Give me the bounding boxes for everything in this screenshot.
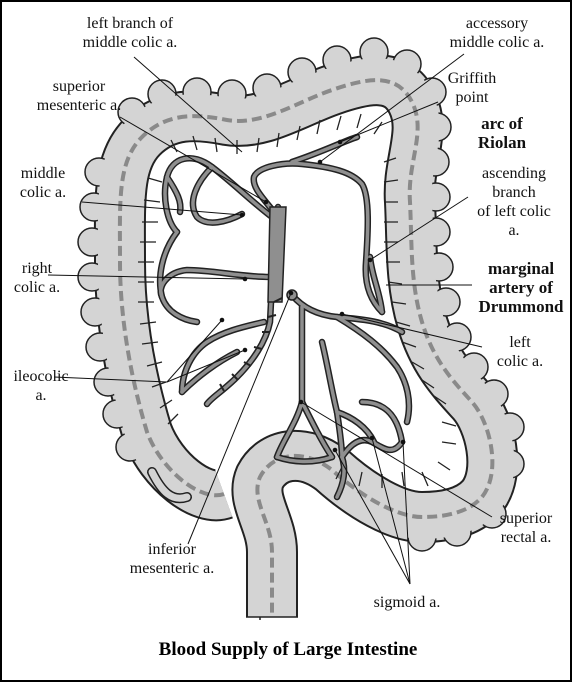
label-middle-colic: middle colic a. bbox=[19, 165, 67, 201]
leader-dots bbox=[219, 139, 406, 453]
figure-title: Blood Supply of Large Intestine bbox=[158, 639, 418, 660]
arteries bbox=[156, 133, 413, 501]
label-superior-rectal: superior rectal a. bbox=[499, 510, 553, 546]
leader-lines bbox=[47, 53, 493, 585]
colon bbox=[77, 37, 525, 620]
label-inferior-mesenteric: inferior mesenteric a. bbox=[129, 541, 215, 577]
label-ileocolic: ileocolic a. bbox=[13, 368, 69, 404]
label-ascending-branch-left-colic: ascending branch of left colic a. bbox=[477, 165, 551, 239]
label-left-branch-middle-colic: left branch of middle colic a. bbox=[82, 15, 178, 51]
vasa-recta bbox=[138, 113, 457, 488]
label-griffith-point: Griffith point bbox=[447, 70, 497, 106]
label-marginal-artery-of-drummond: marginal artery of Drummond bbox=[478, 259, 564, 316]
label-superior-mesenteric: superior mesenteric a. bbox=[36, 78, 122, 114]
label-left-colic: left colic a. bbox=[496, 334, 544, 370]
label-right-colic: right colic a. bbox=[13, 260, 61, 296]
label-sigmoid: sigmoid a. bbox=[373, 594, 441, 611]
sma-trunk bbox=[267, 206, 287, 303]
label-arc-of-riolan: arc of Riolan bbox=[477, 114, 527, 152]
label-accessory-middle-colic: accessory middle colic a. bbox=[449, 15, 545, 51]
